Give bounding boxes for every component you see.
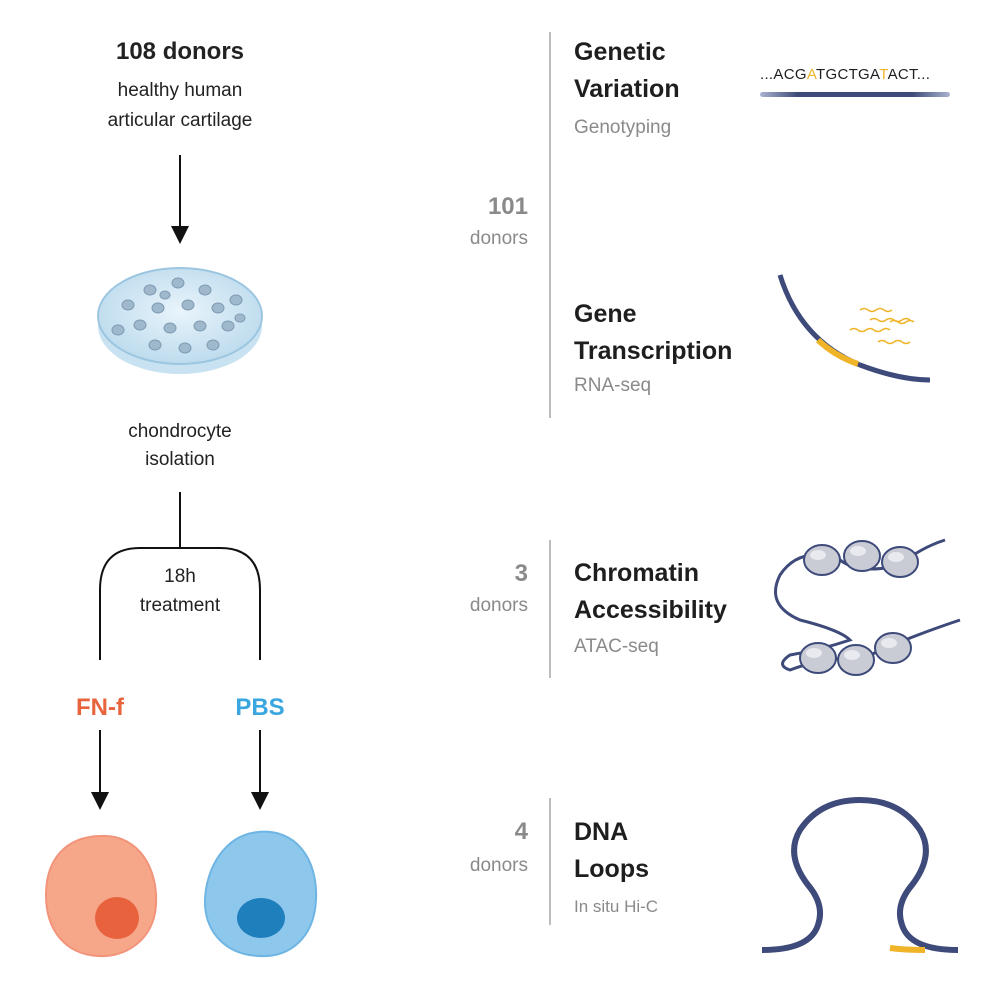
isolation-line1: chondrocyte [128,421,232,442]
assay-title-line1: DNA [574,818,629,846]
assay-title-line2: Accessibility [574,596,727,624]
assay-chromatin-accessibility: Chromatin Accessibility [574,555,727,629]
assay-gene-transcription: Gene Transcription [574,296,732,370]
assay-title-line1: Gene [574,300,637,328]
seq-prefix: ...ACG [760,66,807,83]
pbs-cell-icon [203,830,318,958]
seq-snp-2: T [879,66,888,83]
group-unit-101: donors [469,228,528,249]
fnf-cell-icon [44,834,158,958]
assay-title-line2: Loops [574,855,649,883]
seq-middle: TGCTGA [816,66,880,83]
chromatin-icon [774,538,961,676]
assay-method-atacseq: ATAC-seq [574,636,659,657]
treatment-line2: treatment [139,595,221,616]
assay-method-genotyping: Genotyping [574,117,672,138]
group-unit-3: donors [469,595,528,616]
dna-sequence: ...ACGATGCTGATACT... [760,66,930,83]
group-count-101: 101 [487,193,528,220]
treatment-line1: 18h [164,566,196,587]
source-line2: articular cartilage [107,110,253,131]
donors-title: 108 donors [115,38,245,65]
assay-title-line2: Transcription [574,337,733,365]
assay-method-hic: In situ Hi-C [574,897,659,916]
petri-dish-icon [97,267,263,374]
group-count-3: 3 [514,560,528,587]
assay-genetic-variation: Genetic Variation [574,34,680,108]
assay-dna-loops: DNA Loops [574,814,649,888]
dna-loop-icon [761,796,959,953]
seq-suffix: ACT... [887,66,931,83]
transcription-icon [777,274,931,383]
assay-title-line1: Genetic [574,38,666,66]
source-line1: healthy human [117,80,243,101]
isolation-line2: isolation [145,449,215,470]
seq-snp-1: A [806,66,817,83]
assay-method-rnaseq: RNA-seq [574,375,652,396]
group-count-4: 4 [514,818,528,845]
condition-pbs: PBS [235,694,285,721]
dna-strand-icon [760,92,950,97]
condition-fnf: FN-f [76,694,124,721]
treatment-branch [99,492,261,660]
arrow-head [171,226,189,244]
assay-title-line1: Chromatin [574,559,699,587]
assay-title-line2: Variation [574,75,680,103]
group-unit-4: donors [469,855,528,876]
